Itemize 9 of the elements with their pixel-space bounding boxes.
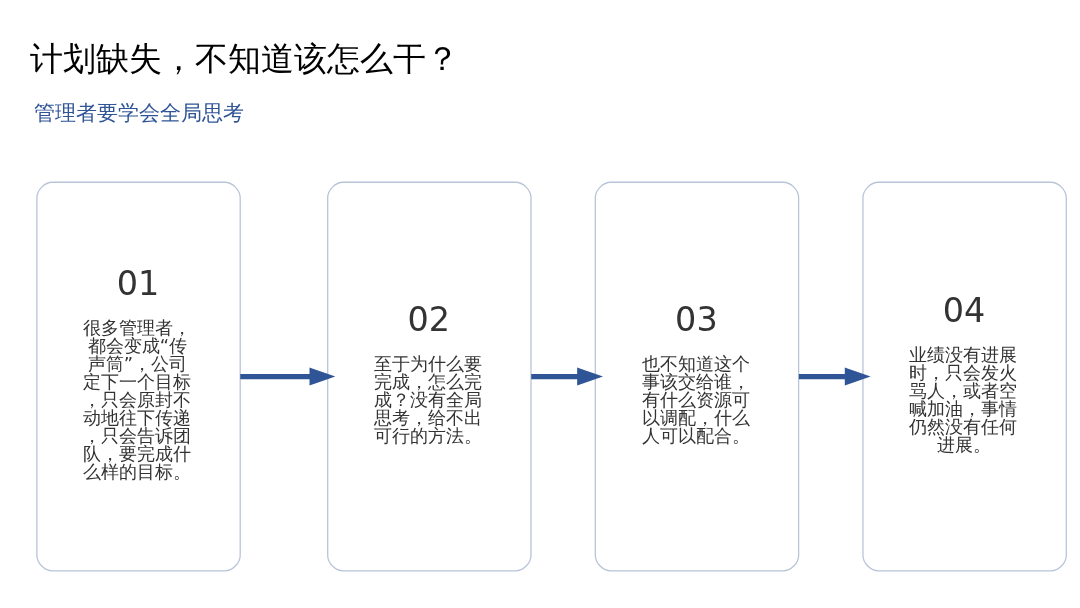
node-box: 02 至于为什么要完成，怎么完成？没有全局思考，给不出可行的方法。 [327,181,532,571]
arrow [240,367,336,386]
node-box: 01 很多管理者，都会变成“传声筒”，公司定下一个目标，只会原封不动地往下传递，只会告诉团队，要完成什么样的目标。 [36,181,241,571]
node-box: 03 也不知道这个事该交给谁，有什么资源可以调配，什么人可以配合。 [594,181,800,571]
arrow [798,367,871,386]
node-box: 04 业绩没有进展时，只会发火骂人，或者空喊加油，事情仍然没有任何进展。 [862,181,1067,571]
diagram-title: 计划缺失，不知道该怎么干？ [29,38,459,78]
arrow [531,367,603,386]
label: 管理者要学会全局思考 [33,100,244,125]
